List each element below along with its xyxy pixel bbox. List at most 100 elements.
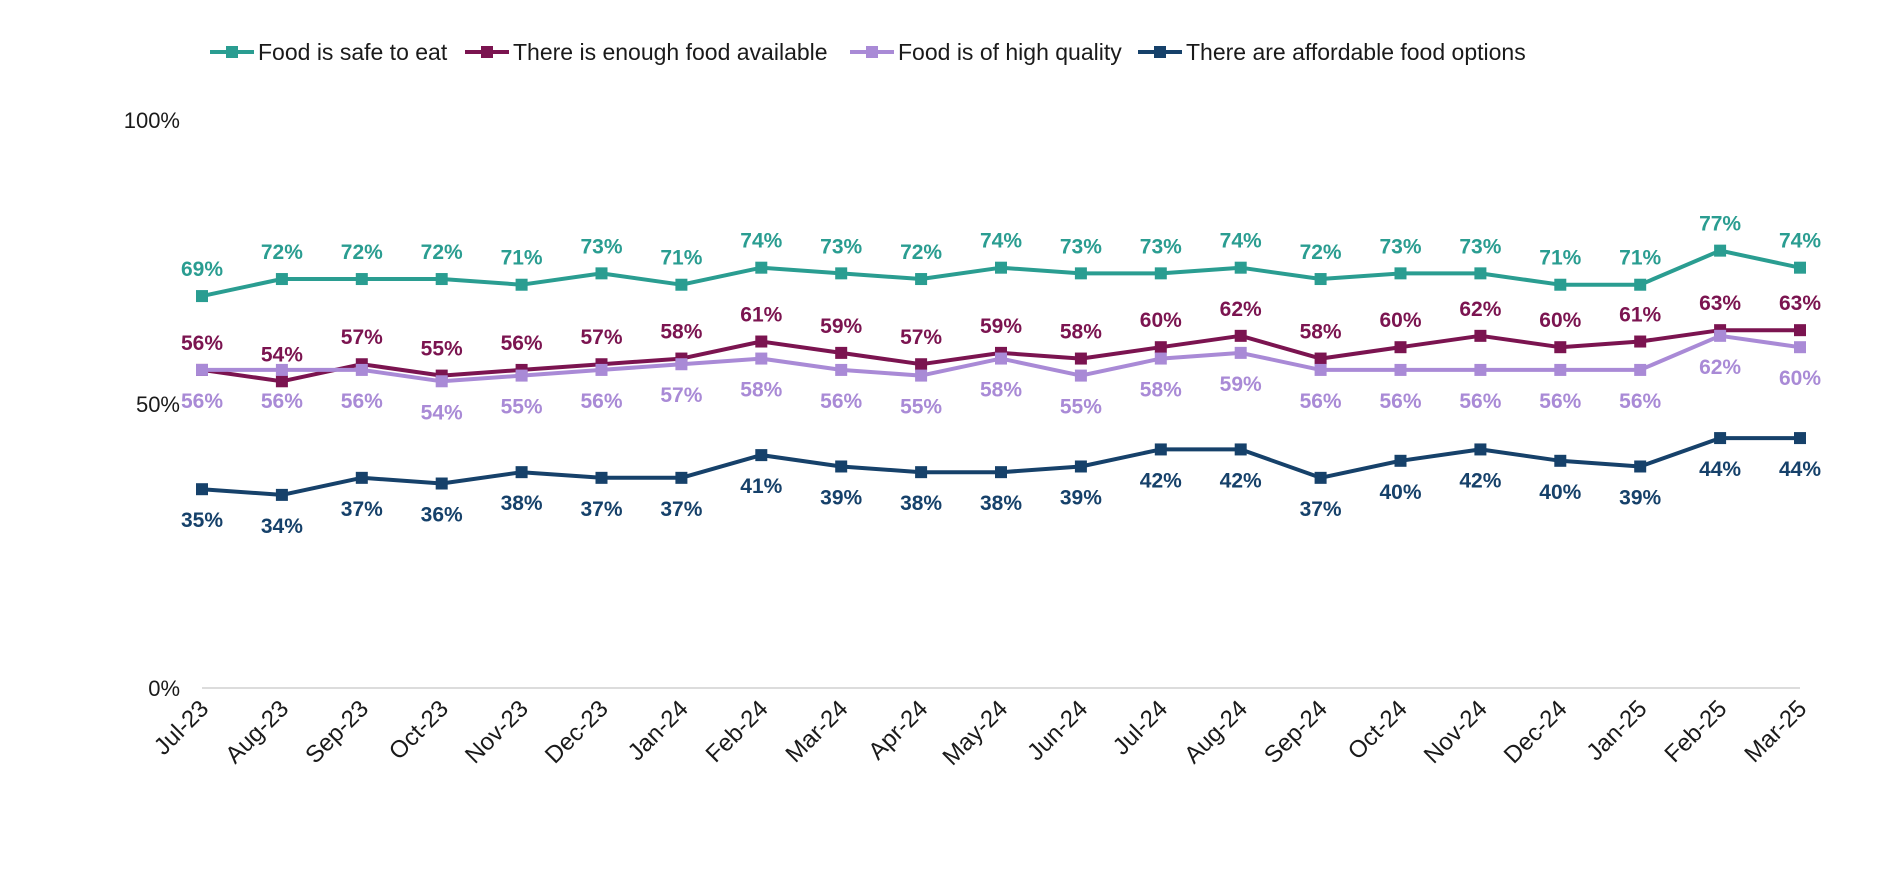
- data-point: [755, 335, 768, 348]
- data-label: 39%: [820, 486, 862, 509]
- legend-label: Food is of high quality: [898, 39, 1122, 65]
- data-point: [1154, 352, 1167, 365]
- data-label: 73%: [1459, 235, 1501, 258]
- x-tick-label: Oct-23: [384, 695, 454, 765]
- data-label: 57%: [341, 326, 383, 349]
- data-point: [1154, 443, 1167, 456]
- data-label: 58%: [1300, 321, 1342, 344]
- legend-item-there-is-enough-food-available: There is enough food available: [465, 39, 828, 65]
- data-label: 38%: [980, 492, 1022, 515]
- data-label: 37%: [660, 498, 702, 521]
- legend-label: Food is safe to eat: [258, 39, 448, 65]
- data-point: [1154, 267, 1167, 280]
- data-point: [595, 267, 608, 280]
- data-point: [515, 278, 528, 291]
- labels-food-is-safe-to-eat: 69%72%72%72%71%73%71%74%73%72%74%73%73%7…: [181, 213, 1821, 281]
- data-label: 72%: [261, 241, 303, 264]
- legend-item-food-is-of-high-quality: Food is of high quality: [850, 39, 1122, 65]
- x-tick-label: Nov-23: [460, 695, 534, 769]
- data-point: [1394, 341, 1407, 354]
- data-point: [1634, 278, 1647, 291]
- data-point: [1074, 352, 1087, 365]
- data-point: [275, 363, 288, 376]
- data-label: 71%: [1619, 247, 1661, 270]
- data-label: 54%: [261, 343, 303, 366]
- data-point: [1394, 267, 1407, 280]
- data-point: [1474, 363, 1487, 376]
- x-tick-label: Mar-25: [1739, 695, 1812, 768]
- data-point: [1794, 261, 1806, 274]
- data-label: 59%: [980, 315, 1022, 338]
- data-point: [1314, 363, 1327, 376]
- data-point: [755, 352, 768, 365]
- data-label: 56%: [580, 390, 622, 413]
- data-point: [1794, 341, 1806, 354]
- data-label: 59%: [1220, 373, 1262, 396]
- data-label: 38%: [501, 492, 543, 515]
- data-label: 56%: [1300, 390, 1342, 413]
- data-point: [915, 466, 928, 479]
- y-tick-label: 100%: [124, 108, 180, 133]
- data-point: [595, 471, 608, 484]
- data-point: [1474, 267, 1487, 280]
- data-label: 54%: [421, 401, 463, 424]
- data-point: [1474, 443, 1487, 456]
- data-label: 61%: [740, 304, 782, 327]
- data-point: [595, 363, 608, 376]
- data-point: [196, 363, 208, 376]
- x-tick-label: Apr-24: [863, 695, 933, 765]
- data-point: [915, 369, 928, 382]
- data-label: 73%: [1140, 235, 1182, 258]
- data-point: [1314, 273, 1327, 286]
- legend-item-there-are-affordable-food-options: There are affordable food options: [1138, 39, 1526, 65]
- data-label: 60%: [1539, 309, 1581, 332]
- data-label: 40%: [1379, 481, 1421, 504]
- data-label: 57%: [900, 326, 942, 349]
- data-label: 72%: [341, 241, 383, 264]
- data-label: 56%: [181, 390, 223, 413]
- labels-food-is-of-high-quality: 56%56%56%54%55%56%57%58%56%55%58%55%58%5…: [181, 356, 1821, 424]
- x-tick-label: Jan-25: [1581, 695, 1652, 766]
- data-point: [915, 273, 928, 286]
- data-point: [915, 358, 928, 371]
- series-food-is-safe-to-eat: [196, 244, 1806, 303]
- data-point: [1714, 244, 1727, 257]
- data-label: 56%: [1539, 390, 1581, 413]
- data-point: [1714, 432, 1727, 445]
- data-label: 63%: [1699, 292, 1741, 315]
- data-point: [835, 267, 848, 280]
- data-label: 60%: [1779, 367, 1821, 390]
- x-tick-label: Dec-23: [540, 695, 614, 769]
- data-point: [995, 261, 1007, 274]
- x-tick-label: Nov-24: [1419, 695, 1493, 769]
- data-label: 62%: [1699, 356, 1741, 379]
- legend-item-food-is-safe-to-eat: Food is safe to eat: [210, 39, 448, 65]
- x-tick-label: Jul-24: [1108, 695, 1173, 760]
- data-label: 37%: [1300, 498, 1342, 521]
- data-label: 44%: [1699, 458, 1741, 481]
- data-point: [1554, 278, 1567, 291]
- data-label: 62%: [1459, 298, 1501, 321]
- data-label: 61%: [1619, 304, 1661, 327]
- data-label: 63%: [1779, 292, 1821, 315]
- data-label: 39%: [1619, 486, 1661, 509]
- data-label: 58%: [740, 379, 782, 402]
- data-label: 62%: [1220, 298, 1262, 321]
- data-label: 42%: [1140, 469, 1182, 492]
- data-point: [435, 477, 448, 490]
- x-tick-label: Mar-24: [781, 695, 854, 768]
- data-label: 58%: [1060, 321, 1102, 344]
- data-label: 42%: [1459, 469, 1501, 492]
- data-label: 37%: [580, 498, 622, 521]
- data-label: 58%: [660, 321, 702, 344]
- data-label: 58%: [1140, 379, 1182, 402]
- data-point: [1794, 432, 1806, 445]
- data-label: 73%: [1379, 235, 1421, 258]
- data-point: [1634, 335, 1647, 348]
- labels-there-is-enough-food-available: 56%54%57%55%56%57%58%61%59%57%59%58%60%6…: [181, 292, 1821, 366]
- legend-marker: [866, 46, 878, 58]
- data-label: 73%: [820, 235, 862, 258]
- data-point: [1074, 369, 1087, 382]
- data-point: [275, 375, 288, 388]
